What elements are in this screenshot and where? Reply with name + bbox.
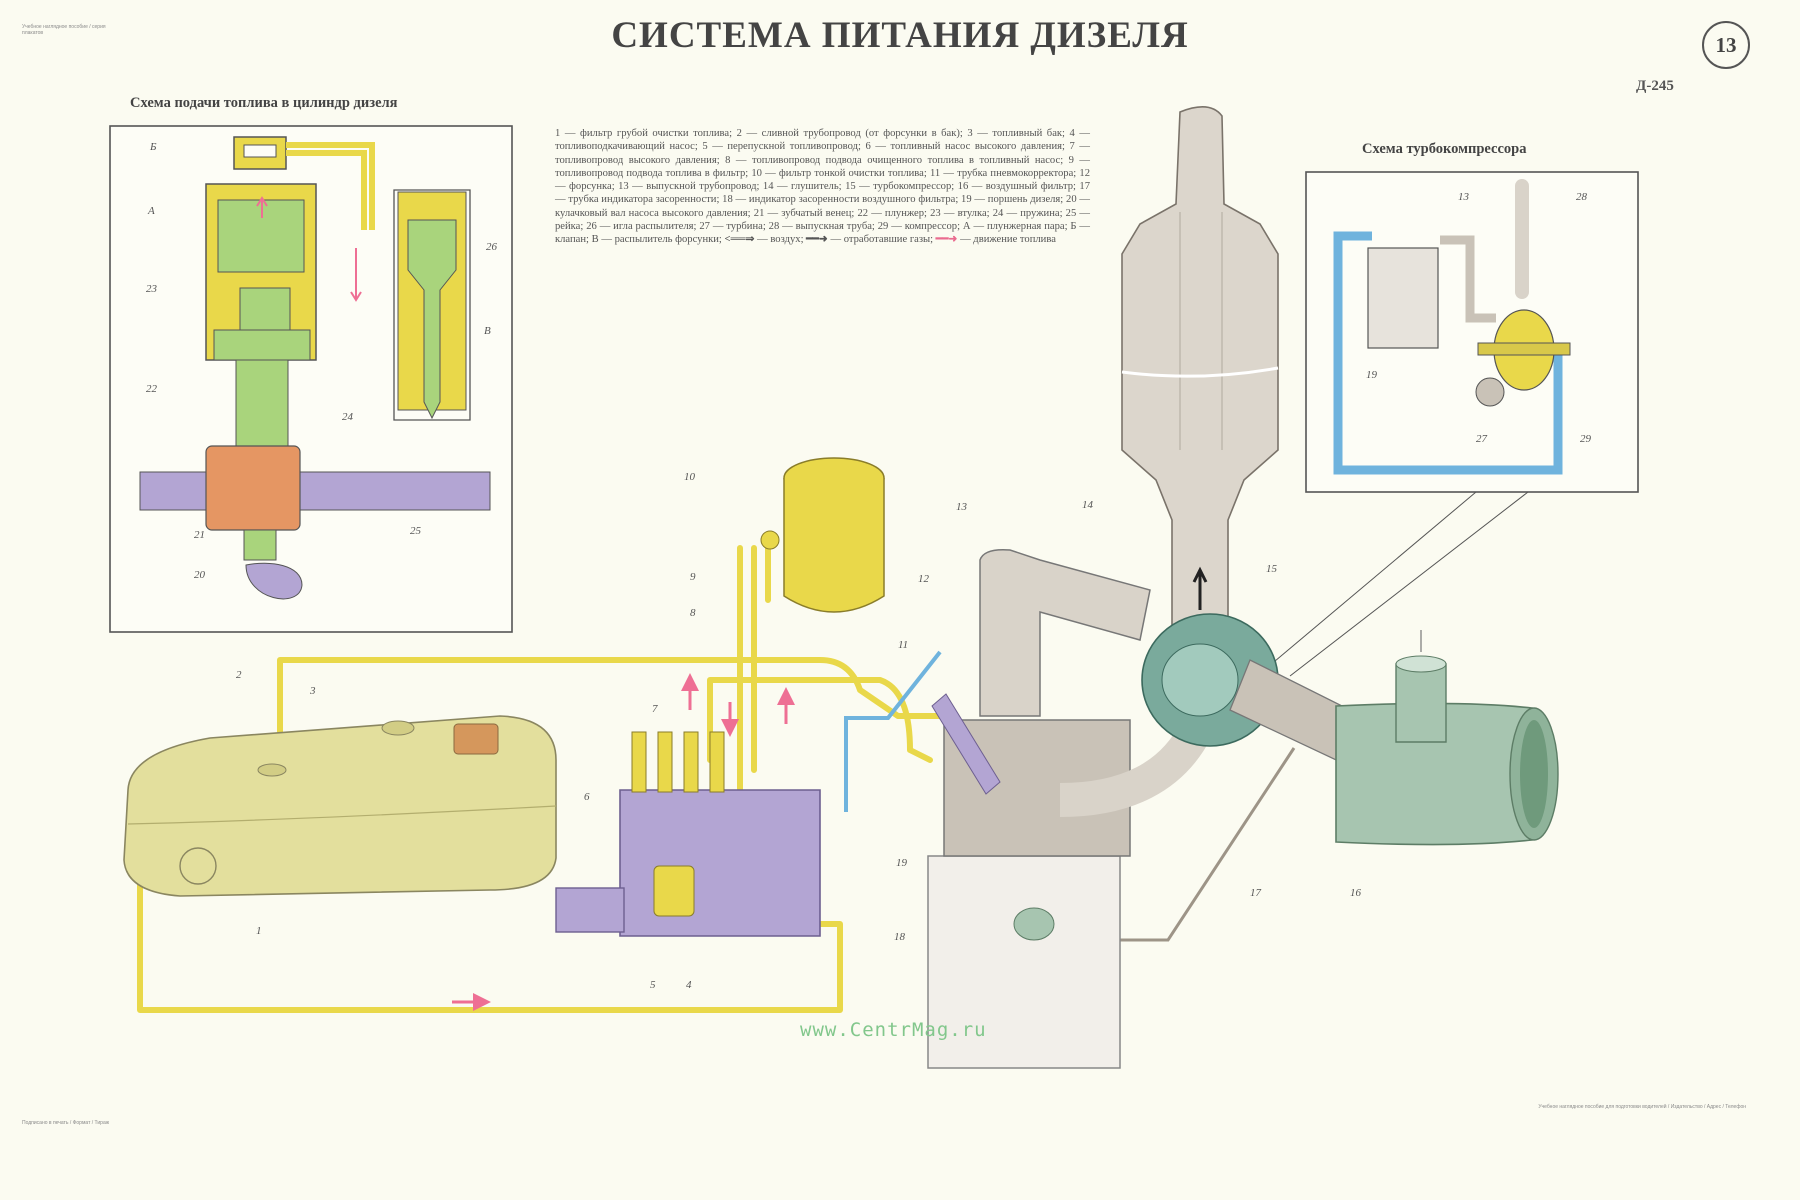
clean-fuel-line-8: [751, 545, 771, 773]
engine-block: [927, 693, 1131, 1069]
high-pressure-pump-6: [555, 731, 821, 937]
injection-scheme-title: Схема подачи топлива в цилиндр дизеля: [130, 95, 398, 111]
injector-nozzle-drawing: [350, 189, 471, 421]
legend-text: 1 — фильтр грубой очистки топлива; 2 — с…: [555, 127, 1090, 247]
turbo-callout-19: 19: [1366, 369, 1378, 381]
callout-10: 10: [684, 471, 696, 483]
turbo-turbine-27: [1475, 377, 1505, 407]
pneumatic-corrector-tube-11: [844, 650, 942, 812]
gear-and-rack-drawing: [139, 445, 491, 600]
callout-16: 16: [1350, 887, 1362, 899]
turbo-callout-28: 28: [1576, 191, 1588, 203]
turbo-inset-frame: [1305, 171, 1639, 493]
callout-14: 14: [1082, 499, 1094, 511]
fuel-flow-arrows: [452, 673, 795, 1011]
fuel-symbol: ━━➜: [935, 234, 958, 246]
inset-callout-A-plunger-pair: А: [147, 205, 155, 217]
watermark: www.CentrMag.ru: [800, 1019, 987, 1041]
fine-print-bottom-left: Подписано в печать / Формат / Тираж: [22, 1120, 110, 1126]
turbo-inlet-air-line: [1333, 231, 1563, 475]
callout-19: 19: [896, 857, 908, 869]
air-symbol: <══⇒: [724, 234, 755, 246]
callout-11: 11: [898, 639, 908, 651]
callout-18: 18: [894, 931, 906, 943]
callout-8: 8: [690, 607, 696, 619]
sheet-number: 13: [1702, 21, 1750, 69]
fuel-tank-3: [123, 715, 557, 897]
return-line-2: [277, 657, 955, 745]
air-filter-16: [1335, 630, 1559, 846]
inset-callout-21: 21: [194, 529, 205, 541]
muffler-14: [1121, 106, 1279, 641]
inset-callout-26: 26: [486, 241, 498, 253]
fine-filter-10: [760, 457, 885, 613]
inset-callout-24: 24: [342, 411, 354, 423]
callout-13: 13: [956, 501, 968, 513]
callout-1: 1: [256, 925, 262, 937]
fine-print-top-left: Учебное наглядное пособие / серия плакат…: [22, 24, 106, 36]
injector-12: [931, 693, 1001, 795]
poster-title: СИСТЕМА ПИТАНИЯ ДИЗЕЛЯ: [611, 15, 1189, 56]
turbo-scheme-title: Схема турбокомпрессора: [1362, 141, 1527, 157]
plunger-pair-drawing: [205, 136, 375, 449]
exhaust-gas-text: — отработавшие газы;: [830, 234, 934, 246]
fuel-text: — движение топлива: [960, 234, 1056, 246]
turbo-exhaust-path: [1440, 235, 1496, 323]
inset-callout-25: 25: [410, 525, 422, 537]
callout-6: 6: [584, 791, 590, 803]
clog-indicator-18: [1013, 907, 1055, 941]
callout-2: 2: [236, 669, 242, 681]
turbo-piston-19: [1367, 247, 1439, 349]
turbo-callout-29: 29: [1580, 433, 1592, 445]
engine-model: Д-245: [1636, 78, 1674, 94]
callout-15: 15: [1266, 563, 1278, 575]
turbo-zoom-pointer: [1261, 491, 1529, 677]
coarse-filter-1: [179, 847, 217, 885]
callout-17: 17: [1250, 887, 1262, 899]
inset-callout-20: 20: [194, 569, 206, 581]
fine-print-bottom-right: Учебное наглядное пособие для подготовки…: [1538, 1104, 1746, 1110]
turbo-shaft: [1477, 342, 1571, 356]
inset-callout-23: 23: [146, 283, 158, 295]
main-callouts: 10 9 8 2 3 7 6 1 5 4 13 12 11 14 15 19 1…: [236, 471, 1362, 991]
callout-12: 12: [918, 573, 930, 585]
air-text: — воздух;: [757, 234, 804, 246]
transfer-pump-4: [653, 865, 695, 917]
callout-7: 7: [652, 703, 658, 715]
callout-4: 4: [686, 979, 692, 991]
turbo-scheme-inset: 13 28 19 27 29: [1261, 171, 1639, 677]
inset-callout-22: 22: [146, 383, 158, 395]
callout-9: 9: [690, 571, 696, 583]
inset-callout-B-valve: Б: [149, 141, 157, 153]
injection-scheme-inset: Б А 23 22 24 21 25 20 26 В: [109, 125, 513, 633]
exhaust-manifold-13: [979, 548, 1212, 817]
inset-callout-V-nozzle: В: [484, 325, 491, 337]
turbo-callout-27: 27: [1476, 433, 1488, 445]
legend-body: 1 — фильтр грубой очистки топлива; 2 — с…: [555, 128, 1090, 246]
exhaust-gas-symbol: ━━➜: [806, 234, 828, 246]
callout-5: 5: [650, 979, 656, 991]
turbo-callout-13: 13: [1458, 191, 1470, 203]
callout-3: 3: [309, 685, 316, 697]
